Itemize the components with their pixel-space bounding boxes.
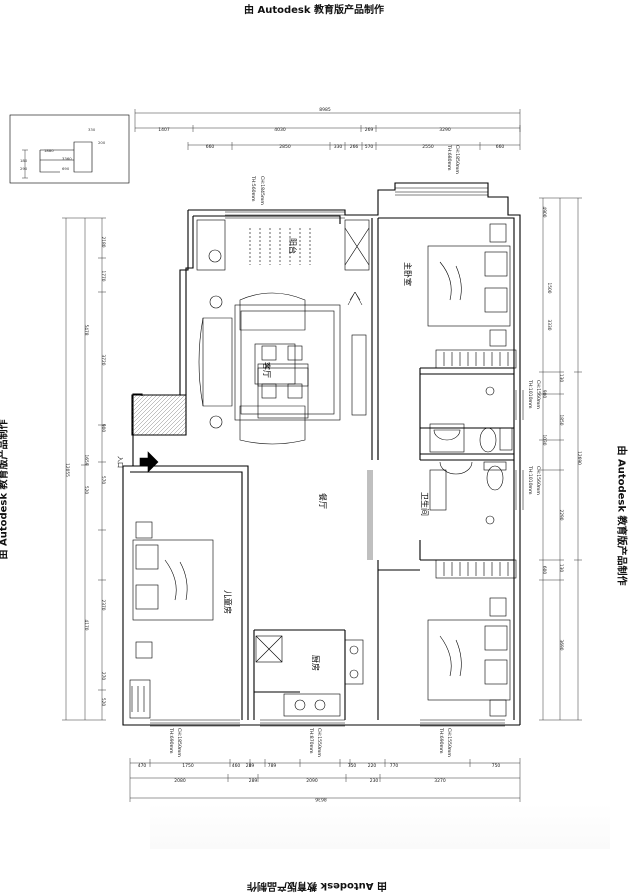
dim-right: 2290 xyxy=(558,510,564,521)
inset-dim: 180 xyxy=(20,158,28,163)
window-note: TH:1010mm xyxy=(527,465,533,495)
room-label-kitchen: 厨房 xyxy=(311,655,321,671)
dim-bottom: 2090 xyxy=(306,778,318,784)
window-note: CH:1550mm xyxy=(316,728,322,757)
dim-left: 3720 xyxy=(100,355,106,366)
room-label-balcony: 阳台 xyxy=(288,238,298,254)
window-note: TH:870mm xyxy=(308,727,314,754)
watermark-left: 由 Autodesk 教育版产品制作 xyxy=(0,419,10,559)
dim-top: 3290 xyxy=(439,127,451,133)
dim-left: 1659 xyxy=(83,455,89,466)
walls xyxy=(122,182,521,726)
dim-bottom: 770 xyxy=(390,763,399,769)
inset-dim: 1880 xyxy=(44,148,54,153)
dim-top: 570 xyxy=(365,144,374,150)
window-note: CH:1850mm xyxy=(454,145,460,174)
dim-top: 1407 xyxy=(158,127,170,133)
dim-right: 3330 xyxy=(546,320,552,331)
dim-bottom: 220 xyxy=(368,763,377,769)
bottom-dimension-lines xyxy=(129,758,521,802)
dim-bottom: 460 xyxy=(232,763,241,769)
faded-region xyxy=(150,803,610,849)
dim-left: 2180 xyxy=(100,237,106,248)
dim-bottom: 1750 xyxy=(182,763,194,769)
dim-left: 1770 xyxy=(100,271,106,282)
dim-left: 900 xyxy=(100,424,106,432)
inset-dim: 200 xyxy=(98,140,106,145)
dim-right: 130 xyxy=(558,564,564,572)
window-note: TH:690mm xyxy=(168,727,174,754)
dim-right: 3690 xyxy=(558,640,564,651)
dim-right: 600 xyxy=(541,566,547,574)
dim-top: 2850 xyxy=(279,144,291,150)
dim-top: 269 xyxy=(365,127,374,133)
dim-left: 520 xyxy=(100,698,106,706)
dim-bottom-total: 8636 xyxy=(315,796,327,802)
dim-right: 900 xyxy=(541,390,547,398)
dim-top: 4030 xyxy=(274,127,286,133)
dim-bottom: 750 xyxy=(492,763,501,769)
inset-dim: 290 xyxy=(20,166,28,171)
room-label-living: 客厅 xyxy=(262,362,272,378)
window-note: CH:1850mm xyxy=(176,728,182,757)
dim-bottom: 750 xyxy=(348,763,357,769)
watermark-right: 由 Autodesk 教育版产品制作 xyxy=(615,445,627,586)
dim-top: 266 xyxy=(350,144,359,150)
dim-top: 660 xyxy=(496,144,505,150)
windows xyxy=(150,187,524,727)
room-label-bath: 卫生间 xyxy=(420,492,430,516)
inset-dim: 3360 xyxy=(62,156,72,161)
window-note: CH:1560mm xyxy=(535,380,541,409)
window-note: TH:680mm xyxy=(446,144,452,171)
dim-right: 130 xyxy=(558,374,564,382)
dim-right: 1850 xyxy=(558,415,564,426)
dim-right-total: 12690 xyxy=(576,451,582,465)
dim-top: 660 xyxy=(206,144,215,150)
dim-bottom: 230 xyxy=(370,778,379,784)
window-note: CH:1845mm xyxy=(259,176,265,205)
dim-bottom: 289 xyxy=(246,763,255,769)
window-note: TH:1010mm xyxy=(527,379,533,409)
dim-bottom: 470 xyxy=(138,763,147,769)
window-note: TH:560mm xyxy=(250,175,256,202)
inset-key-plan xyxy=(9,114,130,184)
dim-left: 4170 xyxy=(83,620,89,631)
dim-left: 270 xyxy=(100,672,106,680)
dim-left: 2370 xyxy=(100,600,106,611)
dim-left: 570 xyxy=(100,476,106,484)
dim-right: 1030 xyxy=(541,435,547,446)
window-note: TH:690mm xyxy=(438,727,444,754)
dim-bottom: 789 xyxy=(268,763,277,769)
dim-bottom: 289 xyxy=(249,778,258,784)
window-note: CH:1550mm xyxy=(446,728,452,757)
inset-dim: 330 xyxy=(88,127,96,132)
room-label-kids: 儿童房 xyxy=(223,590,233,614)
dim-right: 4900 xyxy=(541,207,547,218)
inset-dim: 690 xyxy=(62,166,70,171)
dim-left: 5478 xyxy=(83,325,89,336)
dim-top: 2550 xyxy=(422,144,434,150)
dim-left: 520 xyxy=(83,486,89,494)
window-note: CH:1560mm xyxy=(535,466,541,495)
furniture xyxy=(129,219,517,719)
room-label-master: 主卧室 xyxy=(403,262,413,286)
dim-top-total: 8985 xyxy=(319,107,331,113)
room-label-entrance: 入口 xyxy=(116,456,123,468)
left-dimension-lines xyxy=(62,217,106,721)
room-label-dining: 餐厅 xyxy=(318,493,327,509)
dim-bottom: 3270 xyxy=(434,778,446,784)
dim-left-total: 12055 xyxy=(64,463,70,477)
watermark-top: 由 Autodesk 教育版产品制作 xyxy=(244,5,385,16)
dim-bottom: 2080 xyxy=(174,778,186,784)
watermark-bottom: 由 Autodesk 教育版产品制作 xyxy=(247,880,388,891)
right-dimension-lines xyxy=(539,197,582,721)
dim-right: 1500 xyxy=(546,283,552,294)
dim-top: 330 xyxy=(334,144,343,150)
top-dimension-lines xyxy=(134,109,521,150)
